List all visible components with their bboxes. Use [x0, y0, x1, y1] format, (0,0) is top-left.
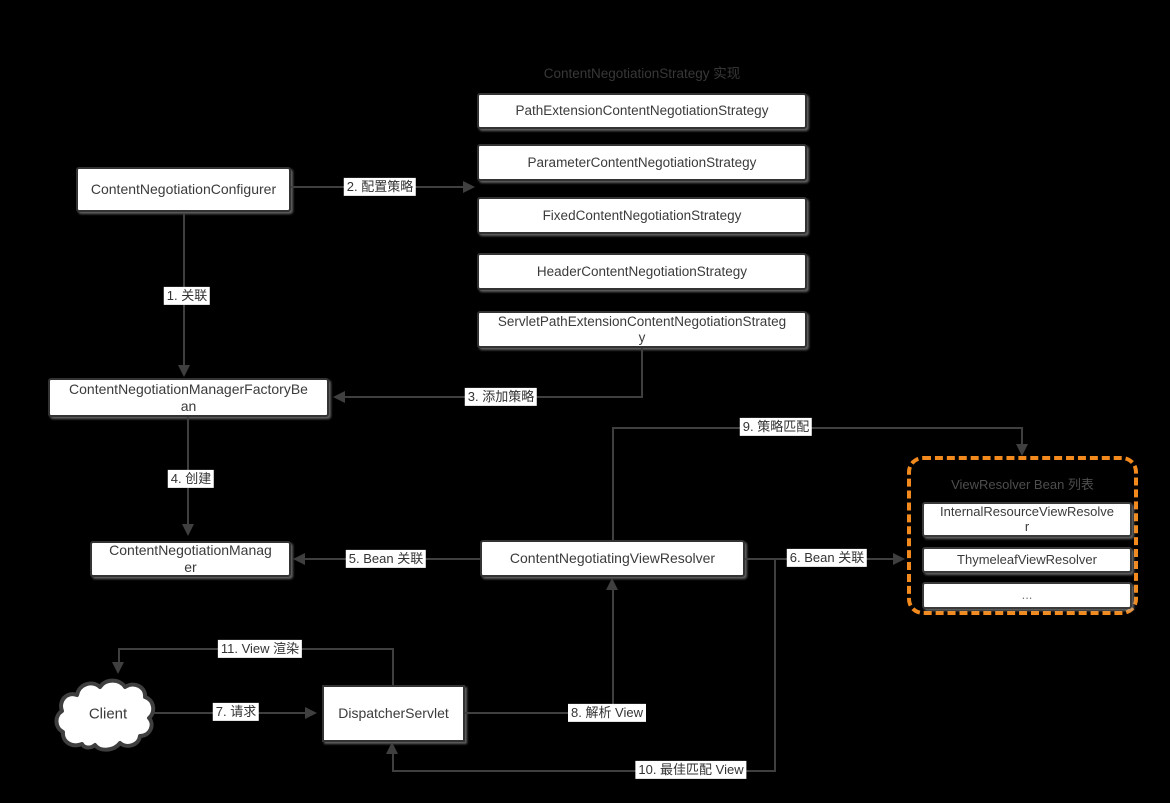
edge-5-label: 5. Bean 关联: [345, 549, 427, 569]
edge-9-label: 9. 策略匹配: [739, 417, 813, 437]
edge-10-line: [392, 754, 394, 772]
node-client-label: Client: [88, 705, 128, 723]
node-parameter-strategy-label: ParameterContentNegotiationStrategy: [527, 154, 757, 170]
node-content-negotiation-manager-factory-bean-label: ContentNegotiationManagerFactoryBean: [69, 380, 308, 414]
node-servlet-path-extension-strategy: ServletPathExtensionContentNegotiationSt…: [477, 311, 807, 348]
node-path-extension-strategy: PathExtensionContentNegotiationStrategy: [477, 93, 807, 129]
edge-9-line: [612, 428, 614, 540]
edge-10-label: 10. 最佳匹配 View: [635, 760, 747, 780]
node-path-extension-strategy-label: PathExtensionContentNegotiationStrategy: [515, 103, 769, 119]
arrow-down-icon: [182, 524, 194, 536]
view-resolver-bean-list-panel: ViewResolver Bean 列表 InternalResourceVie…: [907, 456, 1138, 615]
edge-11-line: [118, 648, 120, 664]
node-client-cloud: [52, 668, 164, 754]
node-more-view-resolvers: ...: [922, 582, 1132, 609]
node-content-negotiation-manager: ContentNegotiationManager: [90, 541, 291, 577]
edge-4-label: 4. 创建: [167, 469, 215, 489]
view-resolver-panel-title: ViewResolver Bean 列表: [951, 477, 1094, 492]
node-internal-resource-view-resolver-label: InternalResourceViewResolver: [940, 503, 1114, 534]
arrow-right-icon: [893, 553, 905, 565]
node-thymeleaf-view-resolver: ThymeleafViewResolver: [922, 547, 1132, 573]
node-fixed-strategy: FixedContentNegotiationStrategy: [477, 197, 807, 234]
cloud-icon: [54, 678, 156, 752]
node-dispatcher-servlet-label: DispatcherServlet: [338, 705, 449, 722]
strategy-group-title: ContentNegotiationStrategy 实现: [543, 66, 741, 81]
node-content-negotiation-manager-label: ContentNegotiationManager: [109, 542, 272, 575]
edge-3-line: [641, 348, 643, 398]
node-content-negotiation-configurer: ContentNegotiationConfigurer: [76, 167, 291, 212]
edge-8-label: 8. 解析 View: [567, 703, 647, 723]
edge-10-line: [774, 559, 776, 772]
edge-2-label: 2. 配置策略: [343, 177, 417, 197]
arrow-left-icon: [293, 553, 305, 565]
edge-11-label: 11. View 渲染: [217, 639, 303, 659]
arrow-up-icon: [606, 578, 618, 590]
node-parameter-strategy: ParameterContentNegotiationStrategy: [477, 144, 807, 181]
edge-3-label: 3. 添加策略: [464, 387, 538, 407]
edge-8-line: [612, 589, 614, 714]
edge-8-line: [465, 712, 614, 714]
edge-9-line: [612, 427, 1023, 429]
node-servlet-path-extension-strategy-label: ServletPathExtensionContentNegotiationSt…: [497, 313, 787, 345]
node-content-negotiation-configurer-label: ContentNegotiationConfigurer: [90, 181, 277, 198]
node-thymeleaf-view-resolver-label: ThymeleafViewResolver: [957, 551, 1097, 567]
edge-1-label: 1. 关联: [163, 286, 211, 306]
edge-10-line: [393, 770, 776, 772]
edge-9-line: [1021, 427, 1023, 445]
arrow-down-icon: [112, 662, 124, 674]
node-dispatcher-servlet: DispatcherServlet: [322, 685, 465, 742]
node-content-negotiating-view-resolver-label: ContentNegotiatingViewResolver: [509, 550, 716, 567]
arrow-right-icon: [305, 707, 317, 719]
node-content-negotiating-view-resolver: ContentNegotiatingViewResolver: [480, 540, 745, 577]
edge-7-label: 7. 请求: [212, 702, 260, 722]
edge-11-line: [392, 649, 394, 685]
node-more-view-resolvers-label: ...: [1021, 587, 1033, 603]
node-header-strategy-label: HeaderContentNegotiationStrategy: [536, 263, 748, 279]
node-fixed-strategy-label: FixedContentNegotiationStrategy: [542, 207, 742, 223]
arrow-down-icon: [178, 365, 190, 377]
node-content-negotiation-manager-factory-bean: ContentNegotiationManagerFactoryBean: [48, 378, 329, 417]
arrow-down-icon: [1016, 444, 1028, 456]
node-internal-resource-view-resolver: InternalResourceViewResolver: [922, 502, 1132, 537]
edge-6-label: 6. Bean 关联: [786, 548, 868, 568]
arrow-left-icon: [333, 391, 345, 403]
arrow-right-icon: [463, 181, 475, 193]
arrow-up-icon: [386, 742, 398, 754]
node-header-strategy: HeaderContentNegotiationStrategy: [477, 253, 807, 290]
